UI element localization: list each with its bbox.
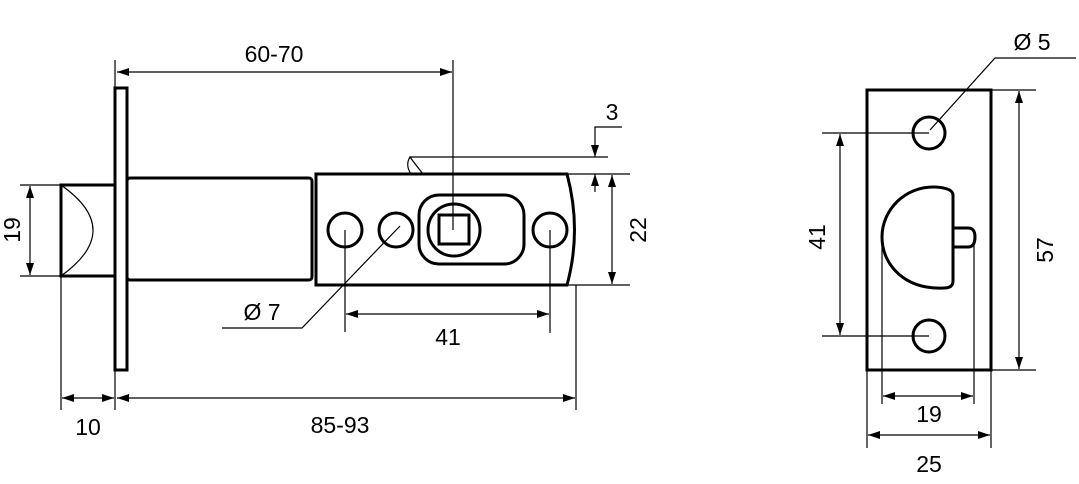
dimension-strike-width: 25 <box>866 370 992 477</box>
dimension-tab-offset: 3 <box>410 99 630 192</box>
dimension-strike-height: 57 <box>991 89 1058 371</box>
mount-hole <box>377 211 415 249</box>
dimension-label: 22 <box>625 217 651 243</box>
strike-plate-view: Ø 5 41 57 19 25 <box>804 29 1076 477</box>
latch-tube <box>125 176 314 282</box>
dimension-label: 60-70 <box>245 41 304 67</box>
bolt-opening <box>880 185 955 290</box>
latch-bolt <box>59 183 115 278</box>
dimension-label: 41 <box>435 324 461 350</box>
latch-plate <box>314 172 576 287</box>
dimension-label: 57 <box>1032 237 1058 263</box>
dimension-strike-hole-spacing: 41 <box>804 132 929 337</box>
spindle-square <box>437 213 471 246</box>
dimension-opening-width: 19 <box>881 237 975 427</box>
dimension-label: 19 <box>916 401 942 427</box>
latch-tab <box>407 155 424 175</box>
spindle-hub <box>426 202 482 258</box>
dimension-label: Ø 5 <box>1013 29 1050 55</box>
dimension-plate-height: 22 <box>567 175 651 286</box>
dimension-label: 25 <box>916 451 942 477</box>
dimension-strike-hole-diameter: Ø 5 <box>929 29 1076 131</box>
faceplate <box>113 86 129 372</box>
dimension-label: 10 <box>75 414 101 440</box>
dimension-label: 85-93 <box>311 412 370 438</box>
dimension-label: 19 <box>0 217 25 243</box>
dimension-total-length: 85-93 <box>117 285 577 438</box>
dimension-label: 3 <box>606 99 619 125</box>
dimension-hole-diameter: Ø 7 <box>222 225 401 329</box>
dimension-backset: 60-70 <box>114 41 454 230</box>
spindle-slot <box>417 193 526 266</box>
dimension-faceplate-offset: 10 <box>60 276 116 440</box>
dimension-label: Ø 7 <box>243 299 280 325</box>
dimension-bolt-height: 19 <box>0 184 61 277</box>
latch-side-view: 60-70 3 22 19 Ø 7 <box>0 41 651 440</box>
strike-plate <box>865 88 993 372</box>
latch-pin-slot <box>953 226 977 249</box>
dimension-hole-spacing: 41 <box>344 230 551 350</box>
dimension-label: 41 <box>804 224 830 250</box>
